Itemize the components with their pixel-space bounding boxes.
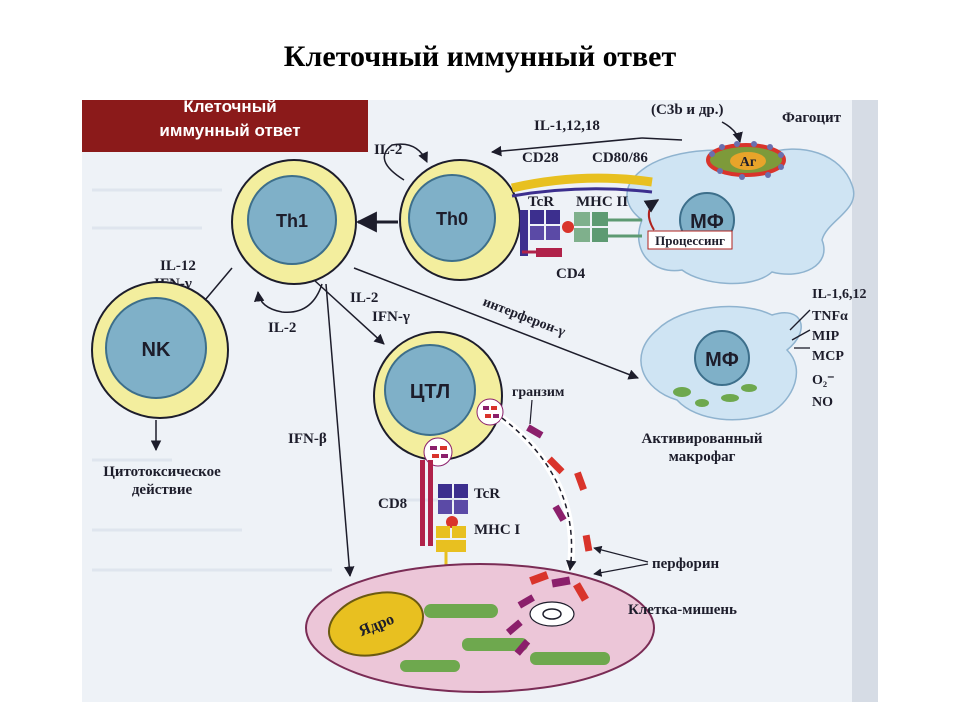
- ifn-b-label: IFN-β: [288, 431, 327, 447]
- cytokine-item: MCP: [812, 349, 844, 364]
- nk-cell: NK: [91, 281, 229, 419]
- ctl-cell: ЦТЛ: [373, 331, 504, 467]
- antigen: Аг: [706, 141, 786, 180]
- th1-label: Th1: [276, 211, 308, 231]
- mhc1-label: MHC I: [474, 522, 520, 538]
- granzyme-label: гранзим: [512, 385, 565, 400]
- target-cell: Ядро Клетка-мишень: [305, 563, 737, 693]
- cd28-label: CD28: [522, 150, 559, 166]
- cytokine-item: TNFα: [812, 309, 848, 324]
- cd28-cd80-contact: CD28 CD80/86: [510, 150, 653, 198]
- il12-label: IL-12: [160, 258, 196, 274]
- cd8-tcr-mhc1-complex: CD8 TcR MHC I: [378, 460, 520, 570]
- th0-label: Th0: [436, 209, 468, 229]
- th1-to-target-arrow: [325, 283, 355, 578]
- cytokine-item: O₂⁻: [812, 373, 834, 388]
- slide-title: Клеточный иммунный ответ: [283, 40, 677, 73]
- tcr-mhc2-complex: TcR MHC II CD4: [520, 194, 642, 282]
- phagocyte: МФ Аг (С3b и др.) Фагоцит Процессинг: [626, 102, 855, 285]
- banner-line1: Клеточный: [183, 100, 276, 116]
- cytokine-item: IL-1,6,12: [812, 287, 866, 302]
- cytotoxic-label-1: Цитотоксическое: [103, 464, 221, 480]
- immune-response-figure: Клеточный иммунный ответ МФ Аг (С3b и др…: [82, 100, 878, 702]
- nk-label: NK: [142, 339, 171, 361]
- phagocyte-label: Фагоцит: [782, 110, 842, 126]
- banner-line2: иммунный ответ: [159, 121, 300, 140]
- activated-label-2: макрофаг: [669, 449, 736, 465]
- ifn-g-mid-label: IFN-γ: [372, 309, 410, 325]
- perforin-label-group: перфорин: [593, 545, 720, 577]
- il2-left-label: IL-2: [268, 320, 296, 336]
- mf-top-label: МФ: [690, 211, 724, 233]
- target-label: Клетка-мишень: [628, 602, 737, 618]
- antigen-label: Аг: [740, 155, 756, 170]
- tcr-bottom-label: TcR: [474, 486, 500, 502]
- activated-macrophage: МФ Активированный макрофаг: [640, 305, 802, 465]
- th1-to-macrophage-arrow: [353, 267, 639, 380]
- il2-top-label: IL-2: [374, 142, 402, 158]
- cytotoxic-label-2: действие: [132, 482, 193, 498]
- cd80-label: CD80/86: [592, 150, 648, 166]
- granule-stream: гранзим: [499, 385, 593, 572]
- tcr-top-label: TcR: [528, 194, 554, 210]
- banner: Клеточный иммунный ответ: [82, 100, 368, 152]
- il1-12-18-arrow: IL-1,12,18: [490, 118, 683, 157]
- perforin-label: перфорин: [652, 556, 720, 572]
- page-edge-shadow: [852, 100, 878, 702]
- ctl-label: ЦТЛ: [410, 381, 450, 403]
- cytokine-item: MIP: [812, 329, 840, 344]
- th1-cell: Th1: [231, 159, 357, 285]
- il2-loop-th0: IL-2: [374, 142, 428, 181]
- cd8-label: CD8: [378, 496, 407, 512]
- processing-label: Процессинг: [655, 233, 725, 248]
- il2-mid-label: IL-2: [350, 290, 378, 306]
- th1-to-ctl-arrow: [313, 279, 385, 345]
- cytokine-list: IL-1,6,12 TNFα MIP MCP O₂⁻ NO: [789, 287, 866, 410]
- th0-cell: Th0: [399, 159, 521, 281]
- activated-label-1: Активированный: [642, 431, 763, 447]
- c3b-label: (С3b и др.): [651, 102, 724, 118]
- mf-active-label: МФ: [705, 349, 739, 371]
- mhc2-label: MHC II: [576, 194, 628, 210]
- il1-12-18-label: IL-1,12,18: [534, 118, 600, 134]
- cd4-label: CD4: [556, 266, 586, 282]
- cytokine-item: NO: [812, 395, 833, 410]
- il2-loop-th1: IL-2: [253, 283, 323, 336]
